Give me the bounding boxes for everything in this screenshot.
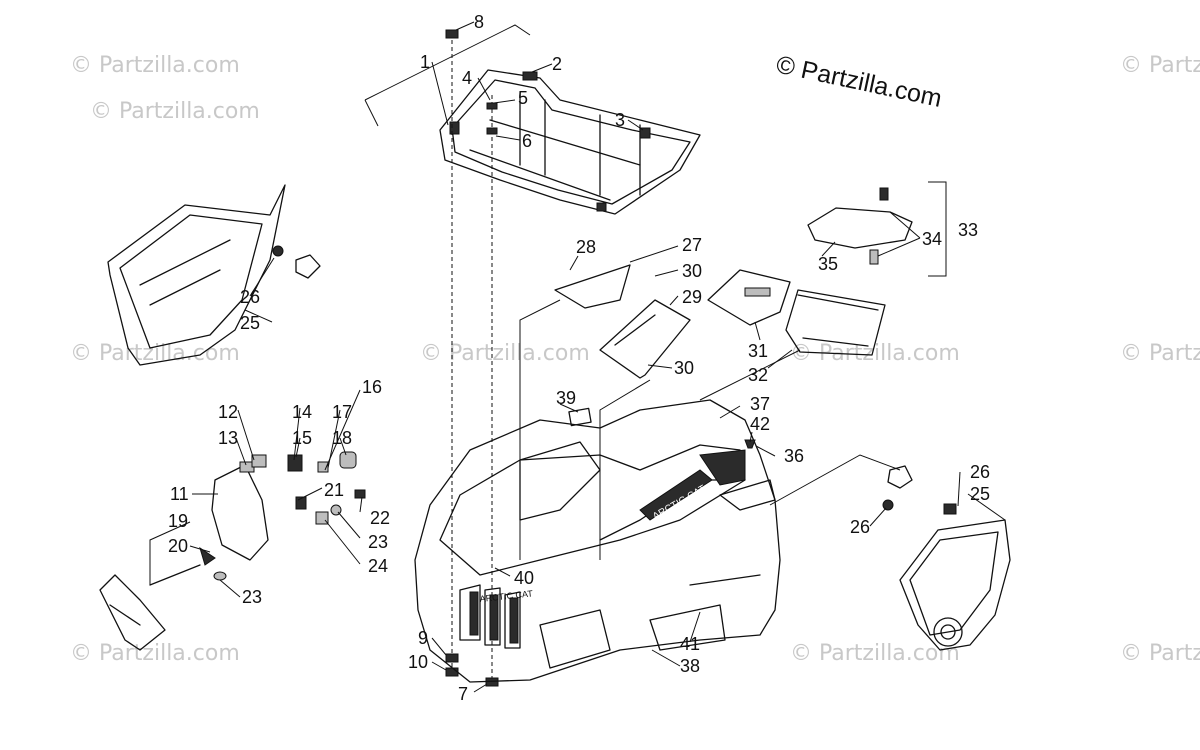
callout-25: 25 [240, 313, 260, 333]
callout-35: 35 [818, 254, 838, 274]
callout-40: 40 [514, 568, 534, 588]
callout-22: 22 [370, 508, 390, 528]
watermark: © Partzilla.com [90, 99, 260, 124]
callout-1: 1 [420, 52, 430, 72]
callout-39: 39 [556, 388, 576, 408]
leader-line [769, 454, 901, 506]
left-splash-shield [99, 574, 166, 651]
callout-31: 31 [748, 341, 768, 361]
callout-3: 3 [615, 110, 625, 130]
decal-39 [568, 407, 592, 427]
callout-7: 7 [458, 684, 468, 704]
callout-33: 33 [958, 220, 978, 240]
svg-text:ARCTIC CAT: ARCTIC CAT [479, 588, 534, 604]
callout-17: 17 [332, 402, 352, 422]
callout-23: 23 [368, 532, 388, 552]
callout-42: 42 [750, 414, 770, 434]
callout-12: 12 [218, 402, 238, 422]
callout-27: 27 [682, 235, 702, 255]
callout-24: 24 [368, 556, 388, 576]
callout-18: 18 [332, 428, 352, 448]
callout-26-right: 26 [850, 517, 870, 537]
watermark: © Partzilla.com [790, 641, 960, 666]
right-fender-panel [882, 465, 1011, 651]
callout-36: 36 [784, 446, 804, 466]
washer [486, 127, 498, 135]
washer [486, 102, 498, 110]
headlight-assembly [149, 451, 366, 586]
watermark: © Partzilla.com [70, 341, 240, 366]
callout-13: 13 [218, 428, 238, 448]
callout-6: 6 [522, 131, 532, 151]
callout-29: 29 [682, 287, 702, 307]
callout-19: 19 [168, 511, 188, 531]
watermark: © Partzilla.com [70, 53, 240, 78]
leader-line [599, 379, 651, 560]
watermark: © Partzilla.com [1120, 341, 1200, 366]
assembly-bracket [364, 99, 379, 127]
storage-lid [707, 269, 791, 326]
assembly-bracket [364, 24, 531, 101]
bolt-head [445, 29, 459, 39]
callout-21: 21 [324, 480, 344, 500]
nut [445, 653, 459, 663]
callout-10: 10 [408, 652, 428, 672]
front-rack [439, 69, 701, 215]
nut [445, 667, 459, 677]
callout-14: 14 [292, 402, 312, 422]
callout-4: 4 [462, 68, 472, 88]
callout-30-lower: 30 [674, 358, 694, 378]
callout-labels: 8 1 2 4 5 3 6 28 27 30 29 31 32 33 34 35… [168, 12, 990, 704]
callout-11: 11 [170, 484, 189, 504]
callout-20: 20 [168, 536, 188, 556]
storage-cover-kit [807, 187, 913, 265]
callout-25-right: 25 [970, 484, 990, 504]
storage-bin [785, 289, 886, 356]
kit-bracket-33 [928, 181, 947, 277]
callout-41: 41 [680, 634, 700, 654]
watermark: © Partzilla.com [1120, 641, 1200, 666]
callout-2: 2 [552, 54, 562, 74]
callout-38: 38 [680, 656, 700, 676]
front-fender-body: ARCTIC CAT ARCTIC CAT [414, 399, 781, 683]
callout-8: 8 [474, 12, 484, 32]
watermark: © Partzilla.com [1120, 53, 1200, 78]
callout-26: 26 [240, 287, 260, 307]
callout-5: 5 [518, 88, 528, 108]
watermark: © Partzilla.com [420, 341, 590, 366]
watermark-layer: © Partzilla.com © Partzilla.com © Partzi… [70, 53, 1200, 666]
access-panel [554, 264, 631, 309]
callout-28: 28 [576, 237, 596, 257]
callout-leaders [149, 21, 1006, 693]
callout-9: 9 [418, 628, 428, 648]
callout-32: 32 [748, 365, 768, 385]
bracket-29 [599, 299, 691, 379]
callout-34: 34 [922, 229, 942, 249]
screw-42 [744, 439, 756, 449]
callout-30: 30 [682, 261, 702, 281]
watermark: © Partzilla.com [70, 641, 240, 666]
callout-37: 37 [750, 394, 770, 414]
copyright-label: © Partzilla.com [774, 50, 945, 112]
callout-23b: 23 [242, 587, 262, 607]
callout-16: 16 [362, 377, 382, 397]
callout-15: 15 [292, 428, 312, 448]
left-fender-panel [107, 184, 321, 366]
leader-line [699, 349, 801, 401]
leader-line [519, 299, 561, 560]
callout-26-right-top: 26 [970, 462, 990, 482]
